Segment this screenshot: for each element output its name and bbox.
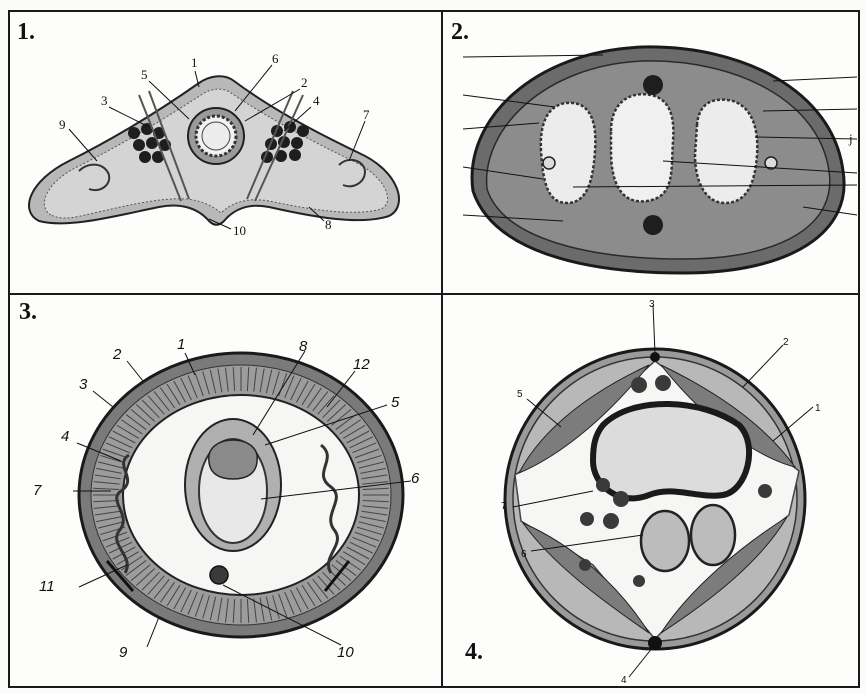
figure-frame	[8, 10, 860, 688]
